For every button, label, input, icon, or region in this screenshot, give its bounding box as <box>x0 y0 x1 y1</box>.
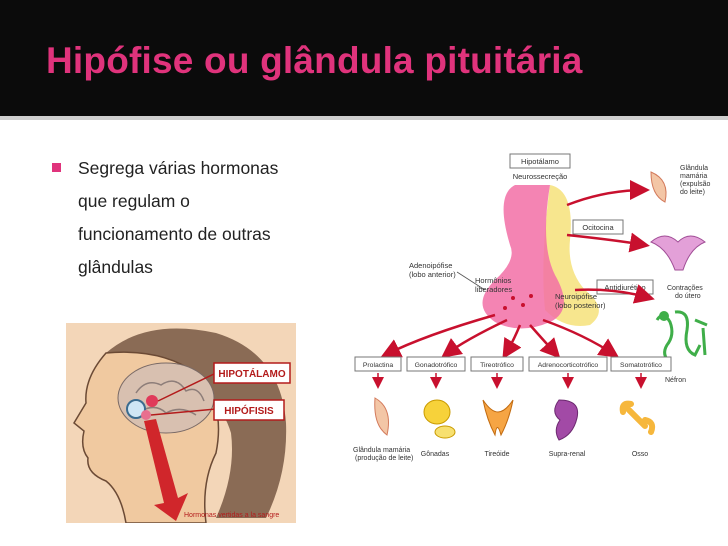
organ-label: Glândula mamária <box>353 447 410 454</box>
nephron-label: Néfron <box>665 377 686 384</box>
oxytocin-label: Ocitocina <box>582 223 614 232</box>
head-figure-caption: Hormonas vertidas a la sangre <box>184 512 279 519</box>
pituitary-hormone-diagram: Hipotálamo Neurossecreção Adenoipófise (… <box>345 150 725 470</box>
mammary-target-label: Glândula <box>680 165 708 172</box>
uterus-target-label: do útero <box>675 293 701 300</box>
organ-label: Osso <box>632 451 648 458</box>
arrow-thyrotrophic <box>505 325 520 355</box>
hormone-dot <box>503 306 507 310</box>
bone-icon <box>623 404 652 432</box>
hypothalamus-label: Hipotálamo <box>521 157 559 166</box>
neurohypophysis-label: Neuroipófise <box>555 292 597 301</box>
adenohypophysis-label: Adenoipófise <box>409 261 452 270</box>
hypothalamus-label: HIPOTÁLAMO <box>218 367 285 380</box>
title-divider <box>0 116 728 120</box>
adrenal-icon <box>555 400 578 440</box>
mammary-target-label: (expulsão <box>680 181 710 188</box>
arrow-adrenocorticotrophic <box>530 325 557 355</box>
bullet-text-line: funcionamento de outras <box>78 224 271 245</box>
neurohypophysis-sublabel: (lobo posterior) <box>555 301 606 310</box>
organ-label: Gônadas <box>421 451 450 458</box>
organ-label: Tireóide <box>484 451 509 458</box>
arrow-to-uterus <box>567 235 645 245</box>
hormone-dot <box>521 303 525 307</box>
bullet-text-line: que regulam o <box>78 191 190 212</box>
gonads-icon <box>424 400 450 424</box>
mammary-target-label: do leite) <box>680 189 705 196</box>
organ-sublabel: (produção de leite) <box>355 455 413 462</box>
thyroid-icon <box>483 400 513 435</box>
hormone-label: Prolactina <box>363 362 393 369</box>
bullet-marker-icon <box>52 163 61 172</box>
releasing-hormones-sublabel: liberadores <box>475 285 512 294</box>
arrow-gonadotrophic <box>445 320 507 355</box>
releasing-hormones-label: Hormônios <box>475 276 512 285</box>
bullet-text-line: Segrega várias hormonas <box>78 158 278 179</box>
organ-label: Supra-renal <box>549 451 586 458</box>
bullet-text-line: glândulas <box>78 257 153 278</box>
uterus-icon <box>651 236 705 270</box>
hypothalamus-marker <box>146 395 158 407</box>
hormone-label: Adrenocorticotrófico <box>538 362 599 369</box>
mammary-target-label: mamária <box>680 173 707 180</box>
head-anatomy-illustration: HIPOTÁLAMO HIPÓFISIS Hormonas vertidas a… <box>66 323 296 523</box>
arrow-to-mammary <box>567 190 645 205</box>
pituitary-marker <box>141 410 151 420</box>
hormone-label: Tireotrófico <box>480 362 514 369</box>
pituitary-label: HIPÓFISIS <box>224 404 274 417</box>
hormone-dot <box>529 294 533 298</box>
slide-title: Hipófise ou glândula pituitária <box>46 40 583 82</box>
neurosecretion-label: Neurossecreção <box>513 172 568 181</box>
hormone-dot <box>511 296 515 300</box>
title-bar: Hipófise ou glândula pituitária <box>0 0 728 116</box>
uterus-target-label: Contrações <box>667 285 703 292</box>
hormone-label: Gonadotrófico <box>415 362 458 369</box>
mammary-gland-icon <box>651 172 666 202</box>
mammary-gland-icon <box>375 398 389 435</box>
hormone-label: Somatotrófico <box>620 362 662 369</box>
adenohypophysis-sublabel: (lobo anterior) <box>409 270 456 279</box>
brain-shape <box>118 363 214 433</box>
gonads-icon-secondary <box>435 426 455 438</box>
nephron-glomerulus <box>659 311 669 321</box>
